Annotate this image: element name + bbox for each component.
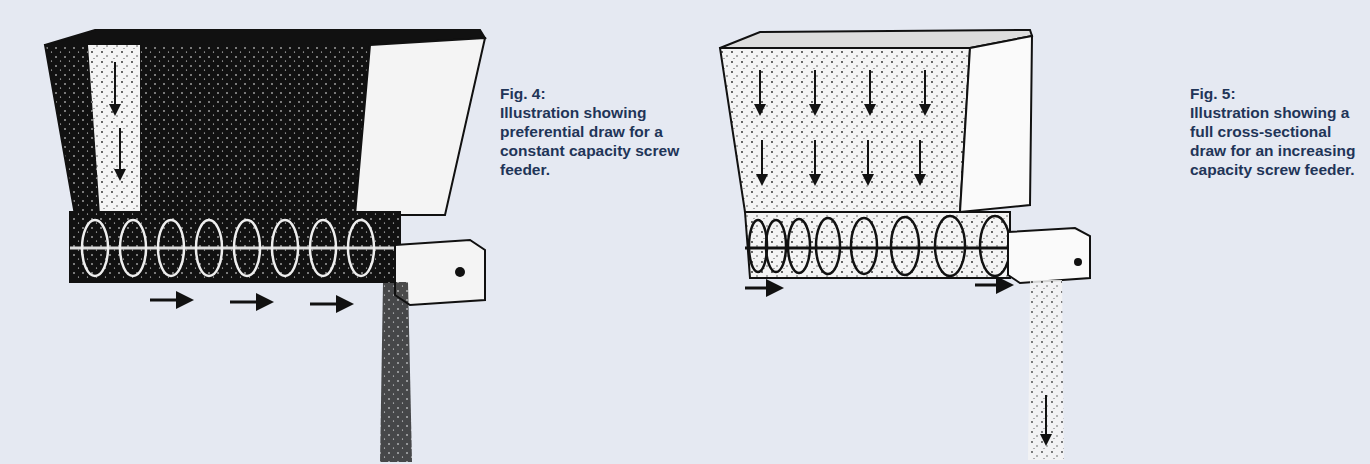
fig4-feeder bbox=[45, 30, 485, 462]
figure-number: Fig. 4: bbox=[500, 84, 680, 103]
figure-caption: Illustration showing preferential draw f… bbox=[500, 103, 680, 179]
figure-number: Fig. 5: bbox=[1190, 84, 1365, 103]
fig5-feeder bbox=[720, 30, 1090, 460]
figure-caption: Illustration showing a full cross-sectio… bbox=[1190, 103, 1365, 179]
